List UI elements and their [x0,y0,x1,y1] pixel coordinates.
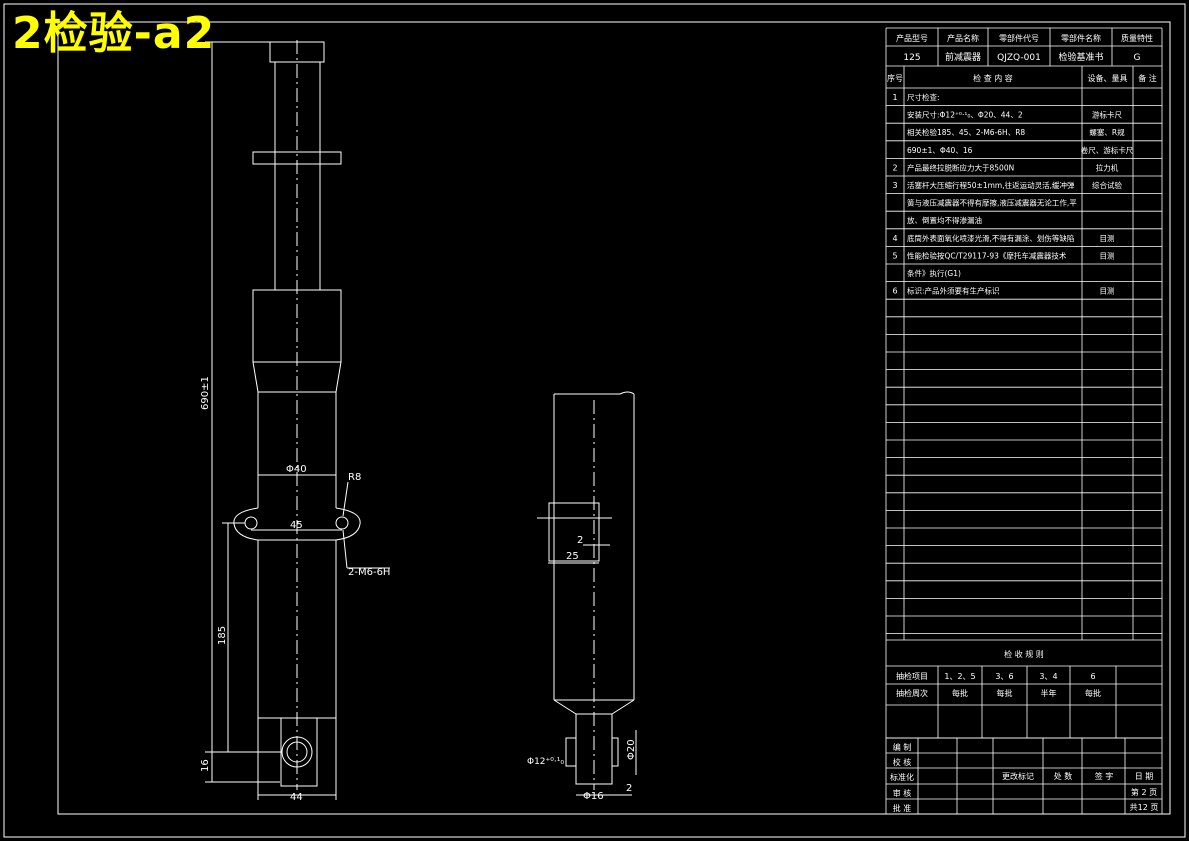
inspection-row-content: 标识:产品外须要有生产标识 [907,286,1000,296]
header-value: QJZQ-001 [997,53,1041,63]
page-total: 共12 页 [1130,803,1159,812]
inspection-col-header: 备 注 [1138,73,1157,83]
change-header: 处 数 [1054,771,1073,781]
change-header: 签 字 [1095,771,1114,781]
header-value: 检验基准书 [1058,51,1103,63]
inspection-row-content: 相关检验185、45、2-M6-6H、R8 [907,127,1025,137]
sampling-item: 1、2、5 [944,672,975,681]
change-header: 日 期 [1135,772,1154,781]
inspection-row-content: 活塞杆大压缩行程50±1mm,往返运动灵活,缓冲弹 [907,180,1075,190]
dim-lug-dia: Φ16 [583,791,604,802]
dim-body-dia: Φ40 [286,464,307,475]
header-label: 产品型号 [896,33,928,43]
dim-radius: R8 [348,472,361,483]
dim-total-length: 690±1 [200,376,211,410]
inspection-row-no: 3 [892,181,897,190]
inspection-col-header: 设备、量具 [1088,73,1128,83]
inspection-row-content: 尺寸检查: [907,92,940,102]
dim-thread: 2-M6-6H [348,567,390,578]
inspection-row-no: 5 [892,251,897,260]
signoff-role: 编 制 [893,742,912,752]
signoff-role: 校 核 [893,757,912,767]
header-value: 125 [903,53,920,63]
inspection-row-no: 4 [892,234,897,243]
dim-side-gap: 2 [577,535,583,546]
inspection-row-content: 安装尺寸:Φ12⁺⁰·¹₀、Φ20、44、2 [907,110,1023,120]
dim-eye-height: 16 [200,759,211,772]
inspection-row-tool: 目测 [1100,287,1115,296]
header-value: 前减震器 [945,51,981,63]
sampling-item: 6 [1090,672,1095,681]
signoff-role: 标准化 [890,772,914,782]
inspection-col-header: 序号 [887,73,903,83]
inspection-row-tool: 游标卡尺 [1092,110,1122,120]
drawing-label: 2检验-a2 [12,8,216,59]
sampling-freq: 每批 [1085,688,1101,698]
inspection-col-header: 检 查 内 容 [973,73,1013,83]
inner-frame [57,21,1171,815]
inspection-row-tool: 卷尺、游标卡尺 [1081,145,1134,155]
header-value: G [1134,53,1141,63]
inspection-row-content: 性能检验按QC/T29117-93《摩托车减震器技术 [907,250,1067,260]
sampling-item-label: 抽检项目 [896,671,928,681]
dim-hole-spacing: 45 [290,520,303,531]
dim-hole-height: 185 [217,626,228,645]
header-label: 产品名称 [947,33,979,43]
header-label: 质量特性 [1121,33,1153,43]
dim-bottom-width: 44 [290,792,303,803]
side-view [537,391,637,796]
sampling-item: 3、6 [995,672,1013,681]
inspection-row-tool: 螺塞、R规 [1089,127,1125,137]
inspection-row-content: 底筒外表面氧化喷漆光滑,不得有漏涂、划伤等缺陷 [907,233,1074,243]
signoff-role: 批 准 [893,803,912,813]
sampling-item: 3、4 [1039,672,1057,681]
sampling-freq: 每批 [997,688,1013,698]
inspection-row-content: 放、倒置均不得渗漏油 [907,215,982,225]
sampling-freq-label: 抽检周次 [896,688,928,698]
dim-lug-gap: 2 [626,783,632,794]
dim-eye-dia: Φ20 [626,739,637,760]
inspection-row-content: 条件》执行(G1) [907,268,961,278]
dim-side-width: 25 [566,551,579,562]
front-view [205,40,390,800]
inspection-row-tool: 目测 [1100,234,1115,243]
sampling-title: 检 收 规 则 [1004,649,1044,659]
header-label: 零部件代号 [999,33,1039,43]
sampling-freq: 每批 [952,688,968,698]
inspection-row-tool: 目测 [1100,251,1115,260]
sampling-freq: 半年 [1041,688,1057,698]
title-block [885,27,1163,815]
page-number: 第 2 页 [1131,787,1157,797]
change-header: 更改标记 [1002,771,1034,781]
inspection-row-tool: 综合试验 [1092,180,1122,190]
inspection-row-tool: 拉力机 [1096,162,1119,172]
outer-frame [3,3,1186,838]
inspection-row-content: 产品最终拉脱断应力大于8500N [907,162,1014,172]
inspection-row-no: 1 [892,93,897,102]
inspection-row-no: 2 [892,163,897,172]
signoff-role: 审 核 [893,788,912,798]
inspection-row-content: 簧与液压减震器不得有摩擦,液压减震器无论工作,平 [907,198,1077,208]
dim-pin-dia: Φ12⁺⁰·¹₀ [527,757,564,767]
inspection-row-content: 690±1、Φ40、16 [907,146,973,155]
inspection-row-no: 6 [892,287,897,296]
header-label: 零部件名称 [1061,33,1101,43]
